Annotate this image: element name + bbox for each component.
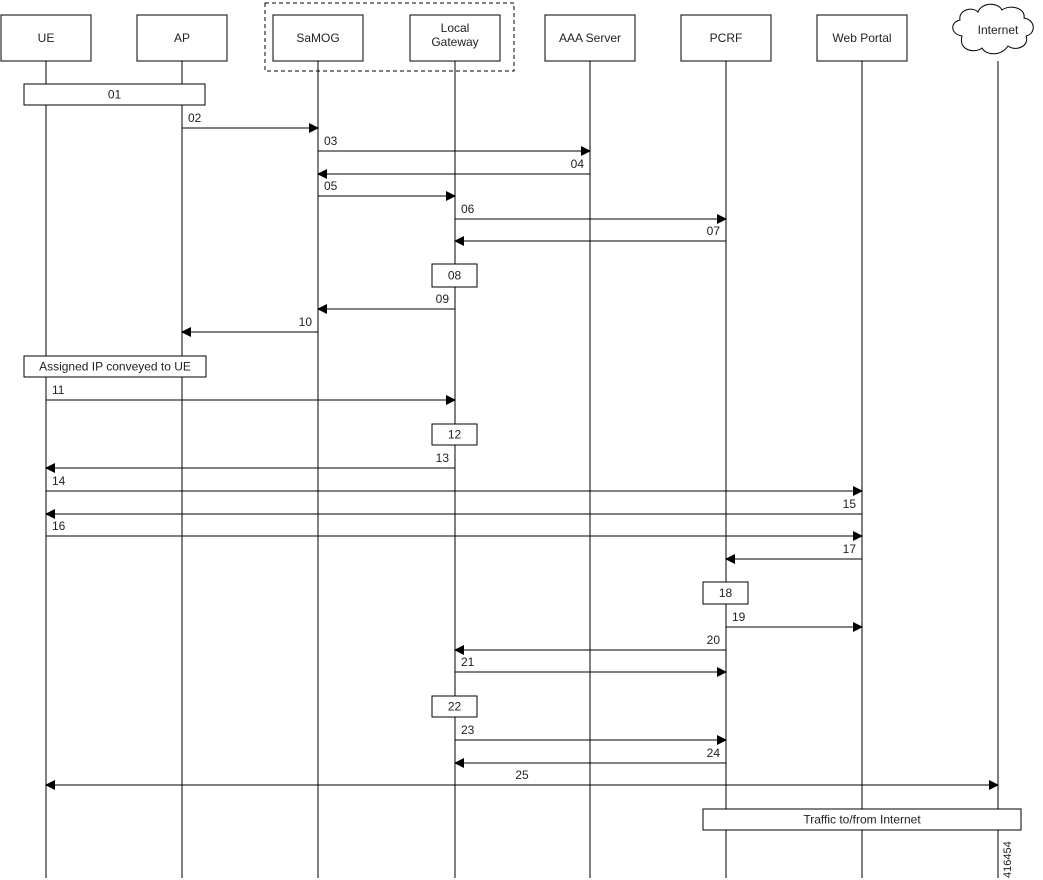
message-arrow: 10 bbox=[181, 315, 318, 337]
participant-label: PCRF bbox=[710, 31, 743, 45]
message-arrow: 17 bbox=[725, 542, 862, 564]
participant-box bbox=[544, 14, 636, 62]
message-label: 13 bbox=[436, 451, 450, 465]
message-label: 04 bbox=[571, 157, 585, 171]
note-label: 08 bbox=[448, 269, 462, 283]
participant-ue: UE bbox=[0, 14, 92, 62]
message-label: 20 bbox=[707, 633, 721, 647]
message-arrow: 13 bbox=[45, 451, 455, 473]
message-label: 17 bbox=[843, 542, 857, 556]
message-label: 23 bbox=[461, 723, 475, 737]
message-label: 05 bbox=[324, 179, 338, 193]
message-arrow: 19 bbox=[726, 610, 863, 632]
participant-label: Web Portal bbox=[832, 31, 891, 45]
message-arrow: 09 bbox=[317, 292, 455, 314]
message-label: 02 bbox=[188, 111, 202, 125]
internet-cloud-icon bbox=[952, 3, 1034, 55]
participant-box bbox=[409, 14, 501, 62]
figure-id: 416454 bbox=[1002, 841, 1014, 878]
message-arrow: 23 bbox=[455, 723, 727, 745]
note-box: Assigned IP conveyed to UE bbox=[23, 355, 207, 378]
note-label: Traffic to/from Internet bbox=[803, 813, 921, 827]
participant-box bbox=[136, 14, 228, 62]
message-arrow: 15 bbox=[45, 497, 862, 519]
message-label: 10 bbox=[299, 315, 313, 329]
message-label: 15 bbox=[843, 497, 857, 511]
participant-box bbox=[0, 14, 92, 62]
message-arrow: 16 bbox=[46, 519, 863, 541]
note-label: 01 bbox=[108, 88, 122, 102]
message-label: 09 bbox=[436, 292, 450, 306]
note-box: 08 bbox=[431, 263, 478, 288]
note-label: 22 bbox=[448, 700, 462, 714]
message-arrow: 06 bbox=[455, 202, 727, 224]
message-label: 16 bbox=[52, 519, 66, 533]
note-box: Traffic to/from Internet bbox=[702, 808, 1022, 831]
participant-label: Gateway bbox=[431, 35, 478, 49]
message-arrow: 07 bbox=[454, 224, 726, 246]
participant-label: AP bbox=[174, 31, 190, 45]
note-label: 18 bbox=[719, 586, 733, 600]
participant-pcrf: PCRF bbox=[680, 14, 772, 62]
participant-box bbox=[272, 14, 364, 62]
message-arrow: 02 bbox=[182, 111, 319, 133]
message-arrow: 04 bbox=[317, 157, 590, 179]
message-label: 07 bbox=[707, 224, 721, 238]
message-label: 03 bbox=[324, 134, 338, 148]
message-label: 24 bbox=[707, 746, 721, 760]
note-box: 18 bbox=[702, 581, 749, 605]
note-label: 12 bbox=[448, 428, 462, 442]
participant-portal: Web Portal bbox=[816, 14, 908, 62]
participant-label: UE bbox=[38, 31, 55, 45]
note-box: 01 bbox=[23, 83, 206, 106]
participant-label: AAA Server bbox=[559, 31, 621, 45]
message-label: 21 bbox=[461, 655, 475, 669]
message-arrow: 25 bbox=[45, 768, 999, 790]
participant-internet: Internet bbox=[952, 3, 1034, 55]
note-box: 22 bbox=[431, 695, 478, 718]
participant-box bbox=[680, 14, 772, 62]
participant-aaa: AAA Server bbox=[544, 14, 636, 62]
message-arrow: 24 bbox=[454, 746, 726, 768]
samog-gateway-group bbox=[264, 2, 515, 72]
note-label: Assigned IP conveyed to UE bbox=[39, 360, 191, 374]
message-arrow: 20 bbox=[454, 633, 726, 655]
message-arrow: 21 bbox=[455, 655, 727, 677]
message-arrow: 03 bbox=[318, 134, 591, 156]
participant-label: Internet bbox=[978, 23, 1019, 37]
message-label: 14 bbox=[52, 474, 66, 488]
message-arrow: 05 bbox=[318, 179, 456, 201]
note-box: 12 bbox=[431, 423, 478, 446]
message-label: 11 bbox=[52, 383, 65, 397]
participant-label: SaMOG bbox=[296, 31, 339, 45]
message-arrow: 14 bbox=[46, 474, 863, 496]
participant-ap: AP bbox=[136, 14, 228, 62]
message-label: 19 bbox=[732, 610, 746, 624]
message-arrow: 11 bbox=[46, 383, 456, 405]
message-label: 25 bbox=[515, 768, 529, 782]
participant-box bbox=[816, 14, 908, 62]
message-label: 06 bbox=[461, 202, 475, 216]
participant-samog: SaMOG bbox=[272, 14, 364, 62]
participant-label: Local bbox=[441, 21, 470, 35]
